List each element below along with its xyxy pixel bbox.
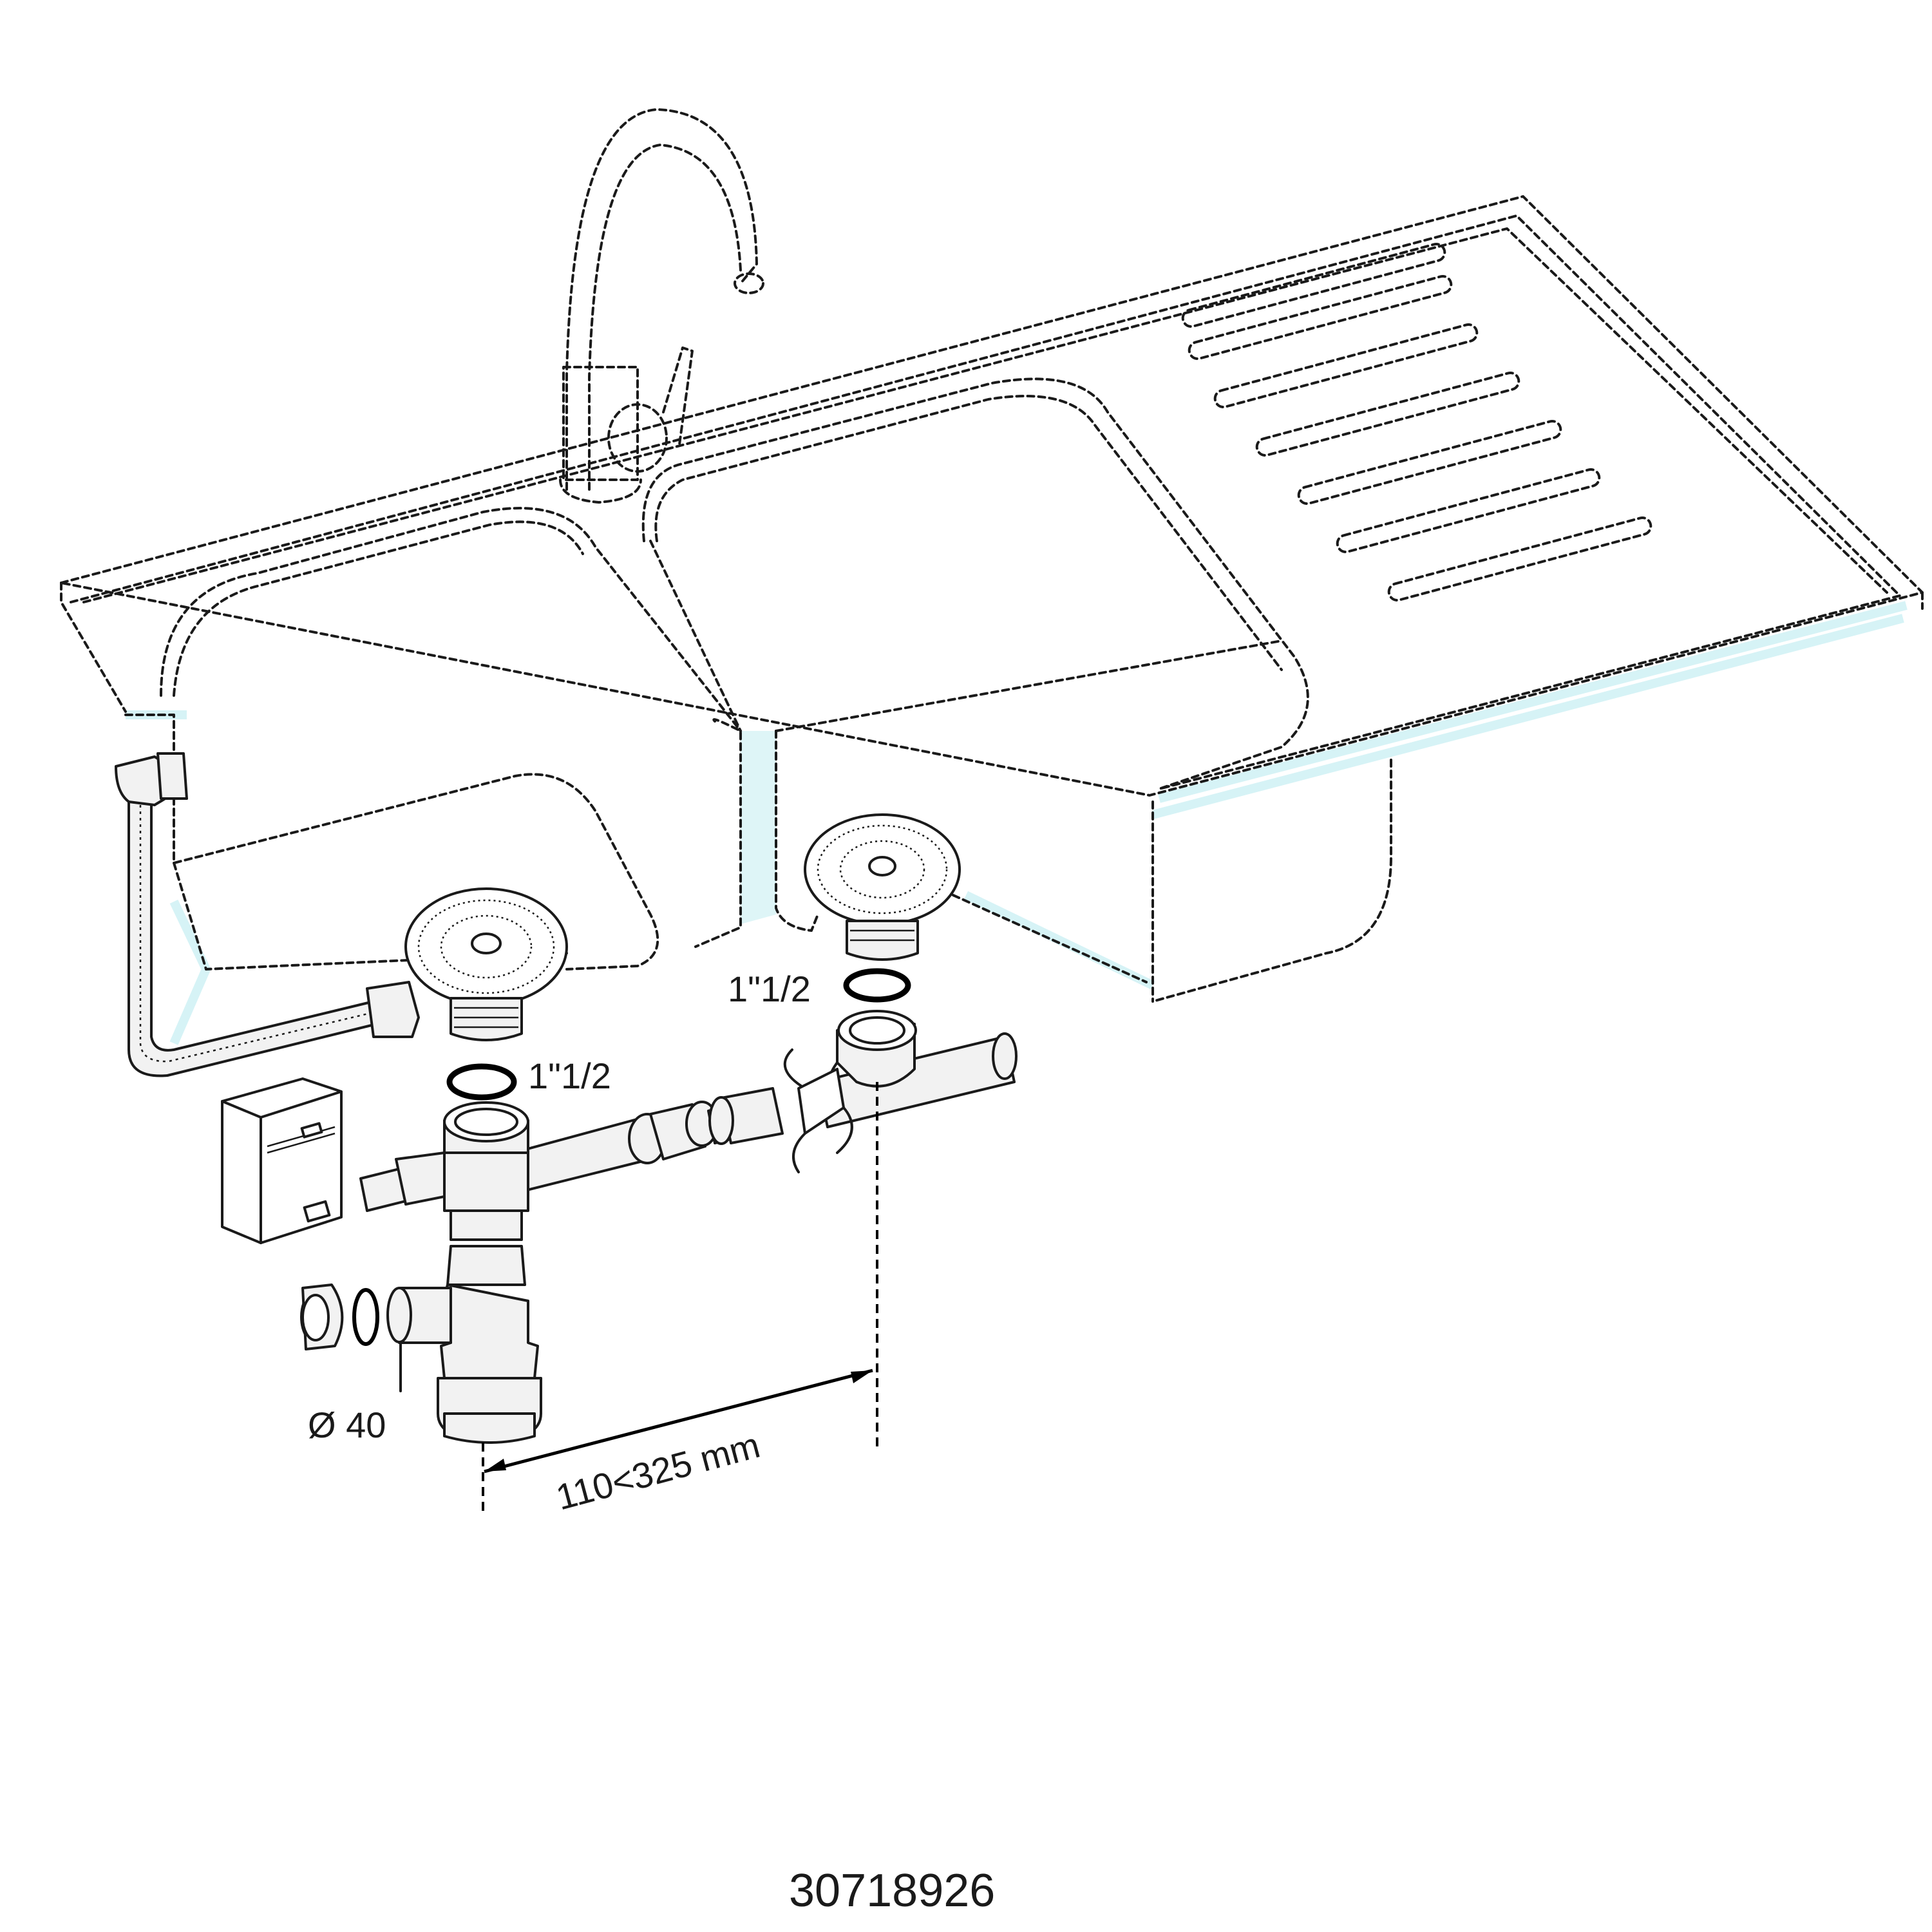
washing-machine-icon [221, 1077, 343, 1244]
adjust-range-label: 110<325 mm [552, 1425, 764, 1518]
right-seal-ring [843, 968, 911, 1003]
thread-size-label-right: 1"1/2 [728, 969, 811, 1009]
left-seal-ring [446, 1063, 517, 1101]
outlet-seal-ring [352, 1288, 379, 1346]
thread-size-label-left: 1"1/2 [528, 1056, 611, 1096]
right-strainer [804, 813, 961, 961]
overflow-hose [115, 752, 420, 1077]
outlet-nut [300, 1283, 344, 1350]
left-strainer [404, 887, 568, 1041]
sink-outline [60, 108, 1924, 1045]
outlet-diameter-label: Ø 40 [308, 1405, 386, 1445]
siphon-assembly [359, 1010, 1018, 1444]
reference-number: 30718926 [789, 1865, 995, 1917]
dimension-line [482, 1082, 878, 1513]
